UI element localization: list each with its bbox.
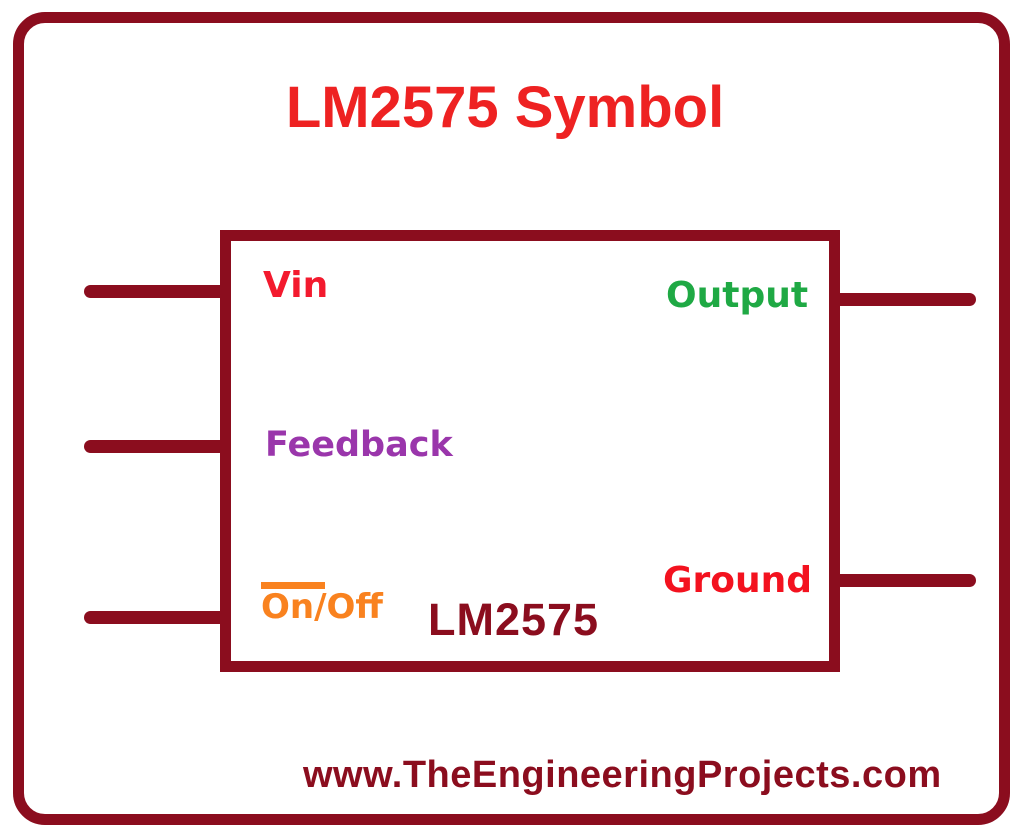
- onoff-pin-line: [84, 611, 224, 624]
- ic-symbol-body: [220, 230, 840, 672]
- output-pin-label: Output: [666, 275, 809, 316]
- ground-pin-line: [836, 574, 976, 587]
- onoff-label-off-part: /Off: [314, 587, 383, 627]
- outer-rounded-border: [13, 12, 1010, 825]
- vin-pin-line: [84, 285, 224, 298]
- diagram-title: LM2575 Symbol: [285, 75, 725, 140]
- vin-pin-label: Vin: [263, 265, 329, 306]
- chip-name-label: LM2575: [428, 594, 600, 645]
- feedback-pin-line: [84, 440, 224, 453]
- onoff-label-on-part: On: [261, 587, 315, 627]
- website-url-text: www.TheEngineeringProjects.com: [303, 754, 942, 796]
- onoff-overline-bar: [261, 582, 325, 589]
- feedback-pin-label: Feedback: [265, 425, 453, 465]
- output-pin-line: [836, 293, 976, 306]
- onoff-pin-label: On/Off: [261, 582, 383, 627]
- ground-pin-label: Ground: [663, 560, 813, 601]
